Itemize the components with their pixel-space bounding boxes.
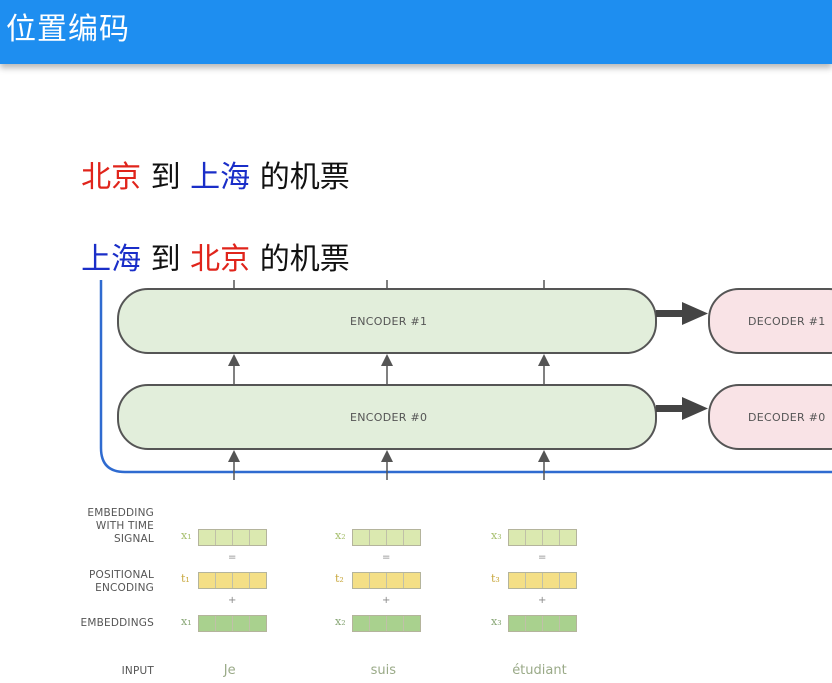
encoder-0-box (117, 384, 657, 450)
slide-header: 位置编码 (0, 0, 832, 64)
vector-cell (370, 573, 387, 588)
vector-cell (353, 616, 370, 631)
vector-cell (526, 573, 543, 588)
time-signal-vector-label: x₁ (181, 529, 192, 542)
embedding-vector-label: x₂ (335, 615, 346, 628)
positional-encoding-vector-label: t₃ (491, 572, 500, 585)
destination-city: 北京 (190, 242, 251, 277)
origin-city: 上海 (81, 242, 142, 277)
vector-cell (543, 573, 560, 588)
origin-city: 北京 (81, 160, 142, 195)
decoder-0-label: DECODER #0 (748, 411, 826, 424)
example-sentence-2: 上海 到 北京 的机票 (62, 200, 350, 280)
encoder-0-label: ENCODER #0 (350, 411, 428, 424)
vector-cell (404, 530, 420, 545)
encoder-1-label: ENCODER #1 (350, 315, 428, 328)
inter-encoder-arrows (228, 354, 550, 384)
positional-encoding-vector (508, 572, 577, 589)
ticket-suffix: 的机票 (250, 160, 350, 195)
output-ticks (233, 280, 545, 289)
vector-cell (387, 616, 404, 631)
embedding-vector (508, 615, 577, 632)
embedding-vector (352, 615, 421, 632)
time-signal-vector (508, 529, 577, 546)
vector-cell (250, 573, 266, 588)
vector-cell (199, 573, 216, 588)
destination-city: 上海 (190, 160, 251, 195)
vector-cell (560, 573, 576, 588)
plus-sign: + (538, 595, 547, 606)
embedding-vector-label: x₃ (491, 615, 502, 628)
transformer-diagram: ENCODER #1 ENCODER #0 DECODER #1 DECODER… (0, 270, 832, 683)
vector-cell (216, 530, 233, 545)
equals-sign: = (228, 552, 237, 563)
plus-sign: + (382, 595, 391, 606)
plus-sign: + (228, 595, 237, 606)
embedding-vector-label: x₁ (181, 615, 192, 628)
vector-cell (526, 616, 543, 631)
row-label-embeddings: EMBEDDINGS (80, 617, 154, 629)
vector-cell (404, 573, 420, 588)
vector-cell (250, 616, 266, 631)
vector-cell (509, 530, 526, 545)
input-word: suis (370, 663, 396, 678)
vector-cell (199, 616, 216, 631)
vector-cell (370, 616, 387, 631)
encoder-to-decoder-arrow-0 (656, 397, 708, 420)
vector-cell (543, 616, 560, 631)
time-signal-vector-label: x₂ (335, 529, 346, 542)
vector-cell (233, 616, 250, 631)
row-label-input: INPUT (121, 665, 154, 677)
vector-cell (543, 530, 560, 545)
vector-cell (216, 573, 233, 588)
input-arrows (228, 450, 550, 480)
equals-sign: = (538, 552, 547, 563)
time-signal-vector (198, 529, 267, 546)
input-word: Je (223, 663, 236, 678)
embedding-vector (198, 615, 267, 632)
equals-sign: = (382, 552, 391, 563)
connector-to: 到 (141, 160, 191, 195)
vector-cell (233, 530, 250, 545)
example-sentence-1: 北京 到 上海 的机票 (62, 118, 350, 198)
vector-cell (370, 530, 387, 545)
vector-cell (560, 616, 576, 631)
connector-to: 到 (141, 242, 191, 277)
vector-cell (250, 530, 266, 545)
positional-encoding-vector-label: t₁ (181, 572, 190, 585)
input-word: étudiant (512, 663, 567, 678)
vector-cell (233, 573, 250, 588)
vector-cell (387, 573, 404, 588)
positional-encoding-vector-label: t₂ (335, 572, 344, 585)
decoder-1-label: DECODER #1 (748, 315, 826, 328)
row-label-positional-encoding: POSITIONAL ENCODING (88, 569, 154, 594)
encoder-to-decoder-arrow-1 (656, 302, 708, 325)
time-signal-vector (352, 529, 421, 546)
vector-cell (353, 573, 370, 588)
encoder-stack-frame (99, 280, 832, 474)
vector-cell (216, 616, 233, 631)
vector-cell (509, 573, 526, 588)
row-label-time-signal: EMBEDDING WITH TIME SIGNAL (87, 507, 154, 545)
decoder-0-box (708, 384, 832, 450)
time-signal-vector-label: x₃ (491, 529, 502, 542)
vector-cell (560, 530, 576, 545)
vector-cell (353, 530, 370, 545)
vector-cell (404, 616, 420, 631)
vector-cell (526, 530, 543, 545)
positional-encoding-vector (198, 572, 267, 589)
diagram-shapes (99, 280, 832, 480)
slide-title: 位置编码 (6, 12, 130, 47)
positional-encoding-vector (352, 572, 421, 589)
decoder-1-box (708, 288, 832, 354)
vector-cell (509, 616, 526, 631)
ticket-suffix: 的机票 (250, 242, 350, 277)
vector-cell (199, 530, 216, 545)
vector-cell (387, 530, 404, 545)
